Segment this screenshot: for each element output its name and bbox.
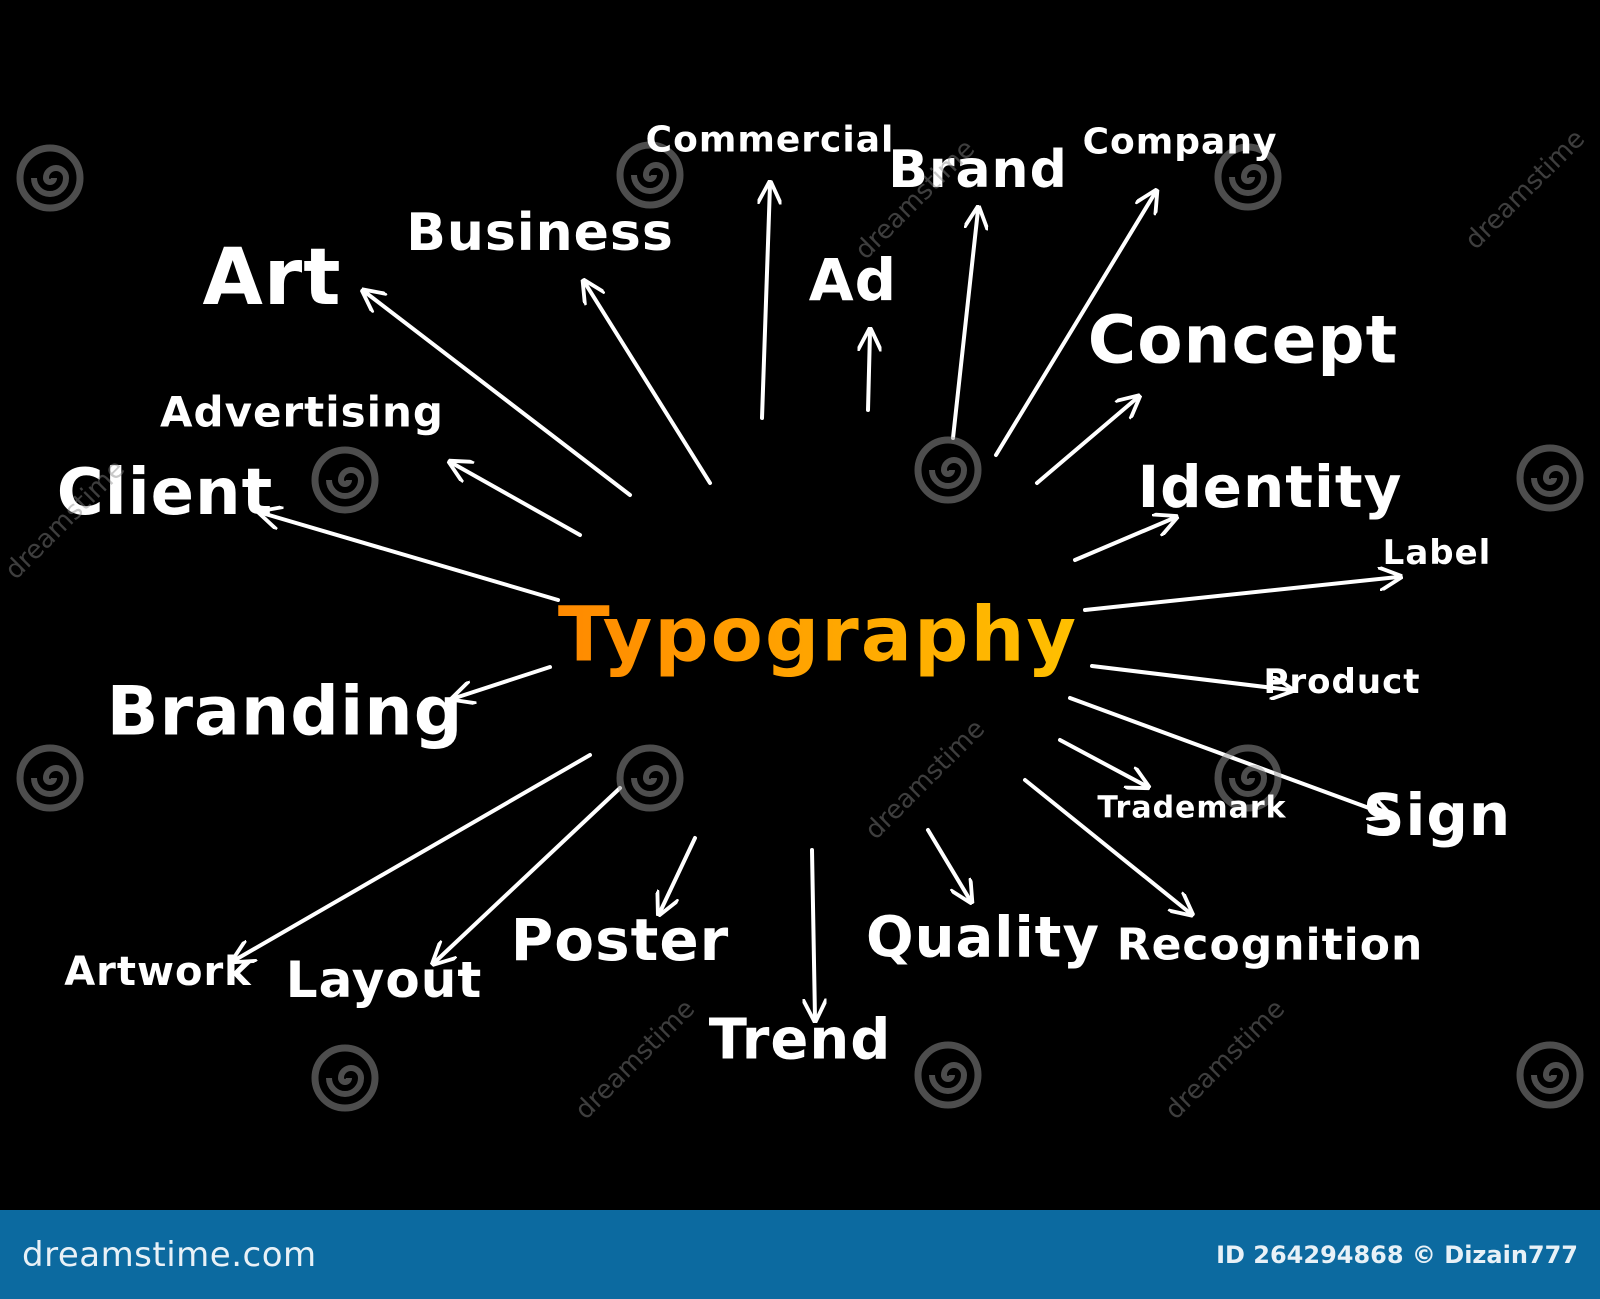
arrow bbox=[455, 665, 552, 698]
arrow bbox=[1023, 778, 1190, 913]
arrow bbox=[951, 210, 978, 440]
word-concept: Concept bbox=[1087, 301, 1399, 379]
arrow bbox=[452, 463, 582, 537]
arrow bbox=[868, 332, 870, 412]
spiral-icon bbox=[311, 1044, 379, 1112]
spiral-icon bbox=[1214, 744, 1282, 812]
arrow bbox=[262, 513, 560, 602]
footer-bar: dreamstime.com ID 264294868 © Dizain777 bbox=[0, 1210, 1600, 1299]
spiral-icon bbox=[616, 141, 684, 209]
word-label: Label bbox=[1382, 533, 1492, 573]
arrow bbox=[1058, 738, 1146, 786]
mind-map: Typography Commercial Brand Company Busi… bbox=[0, 119, 1592, 1126]
spiral-icon bbox=[914, 1041, 982, 1109]
arrow bbox=[926, 828, 970, 900]
word-artwork: Artwork bbox=[64, 949, 252, 995]
arrow bbox=[762, 185, 770, 420]
word-layout: Layout bbox=[285, 951, 483, 1009]
word-sign: Sign bbox=[1362, 781, 1512, 849]
word-brand: Brand bbox=[888, 140, 1068, 200]
word-commercial: Commercial bbox=[645, 119, 895, 161]
word-art: Art bbox=[202, 233, 342, 323]
arrow bbox=[1073, 518, 1174, 562]
spiral-icon bbox=[914, 436, 982, 504]
word-poster: Poster bbox=[510, 906, 730, 974]
footer-credit: ID 264294868 © Dizain777 bbox=[1216, 1241, 1578, 1269]
spiral-icon bbox=[1516, 1041, 1584, 1109]
spiral-icon bbox=[1214, 143, 1282, 211]
arrow bbox=[1090, 664, 1290, 690]
footer-site: dreamstime.com bbox=[22, 1234, 317, 1275]
center-topic: Typography bbox=[557, 589, 1079, 679]
arrow bbox=[660, 836, 697, 912]
spiral-icon bbox=[311, 446, 379, 514]
image-id: ID 264294868 bbox=[1216, 1240, 1404, 1269]
arrows-layer bbox=[16, 141, 1584, 1112]
arrow bbox=[1035, 398, 1137, 485]
word-branding: Branding bbox=[106, 672, 464, 752]
author: © Dizain777 bbox=[1411, 1240, 1578, 1269]
arrow bbox=[365, 292, 632, 497]
arrow bbox=[585, 283, 712, 485]
spiral-icon bbox=[16, 144, 84, 212]
arrow bbox=[435, 786, 622, 962]
spiral-icon bbox=[616, 744, 684, 812]
word-business: Business bbox=[406, 203, 674, 263]
arrow bbox=[994, 193, 1155, 457]
word-identity: Identity bbox=[1137, 453, 1403, 521]
arrow bbox=[1083, 577, 1398, 612]
word-ad: Ad bbox=[808, 246, 898, 314]
spiral-icon bbox=[16, 744, 84, 812]
arrow bbox=[235, 753, 592, 960]
word-recognition: Recognition bbox=[1116, 919, 1424, 971]
word-client: Client bbox=[56, 456, 274, 530]
word-company: Company bbox=[1082, 121, 1278, 163]
word-product: Product bbox=[1263, 662, 1421, 702]
word-trend: Trend bbox=[708, 1007, 892, 1073]
word-advertising: Advertising bbox=[160, 387, 444, 437]
word-quality: Quality bbox=[866, 905, 1100, 971]
arrow bbox=[812, 848, 815, 1018]
word-trademark: Trademark bbox=[1097, 790, 1287, 826]
spiral-icon bbox=[1516, 444, 1584, 512]
